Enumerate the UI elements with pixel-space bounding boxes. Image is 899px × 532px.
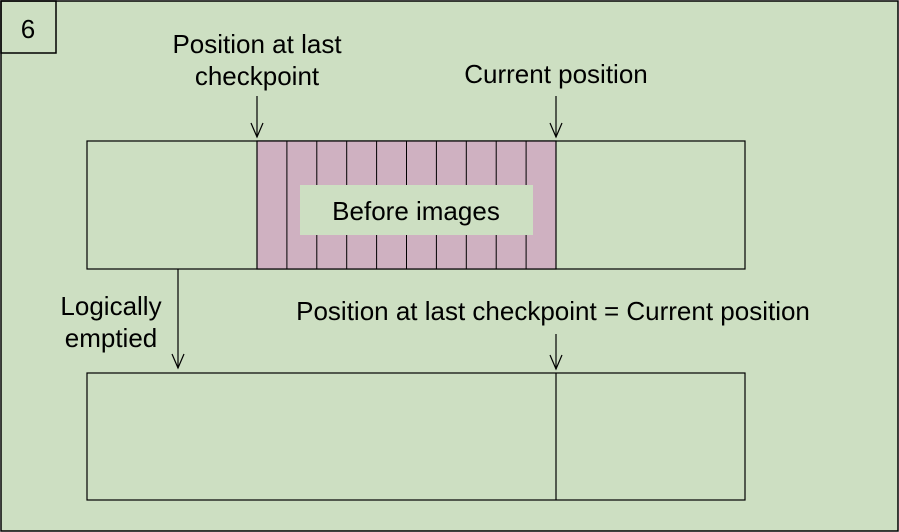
logically-emptied-label-line1: Logically — [60, 291, 161, 321]
last-checkpoint-label-line1: Position at last — [172, 29, 342, 59]
slide-number-box — [0, 0, 57, 54]
logically-emptied-label-line2: emptied — [65, 323, 158, 353]
log-bottom — [86, 372, 746, 501]
slide-number: 6 — [21, 14, 35, 44]
current-position-arrow — [549, 96, 563, 139]
equal-positions-arrow — [549, 334, 563, 371]
last-checkpoint-label-line2: checkpoint — [195, 61, 320, 91]
logically-emptied-arrow — [171, 269, 185, 370]
equal-positions-label: Position at last checkpoint = Current po… — [296, 296, 810, 326]
current-position-label: Current position — [464, 59, 648, 89]
last-checkpoint-arrow — [250, 96, 264, 139]
before-images-label: Before images — [332, 196, 500, 226]
before-images-label-box — [300, 185, 533, 235]
